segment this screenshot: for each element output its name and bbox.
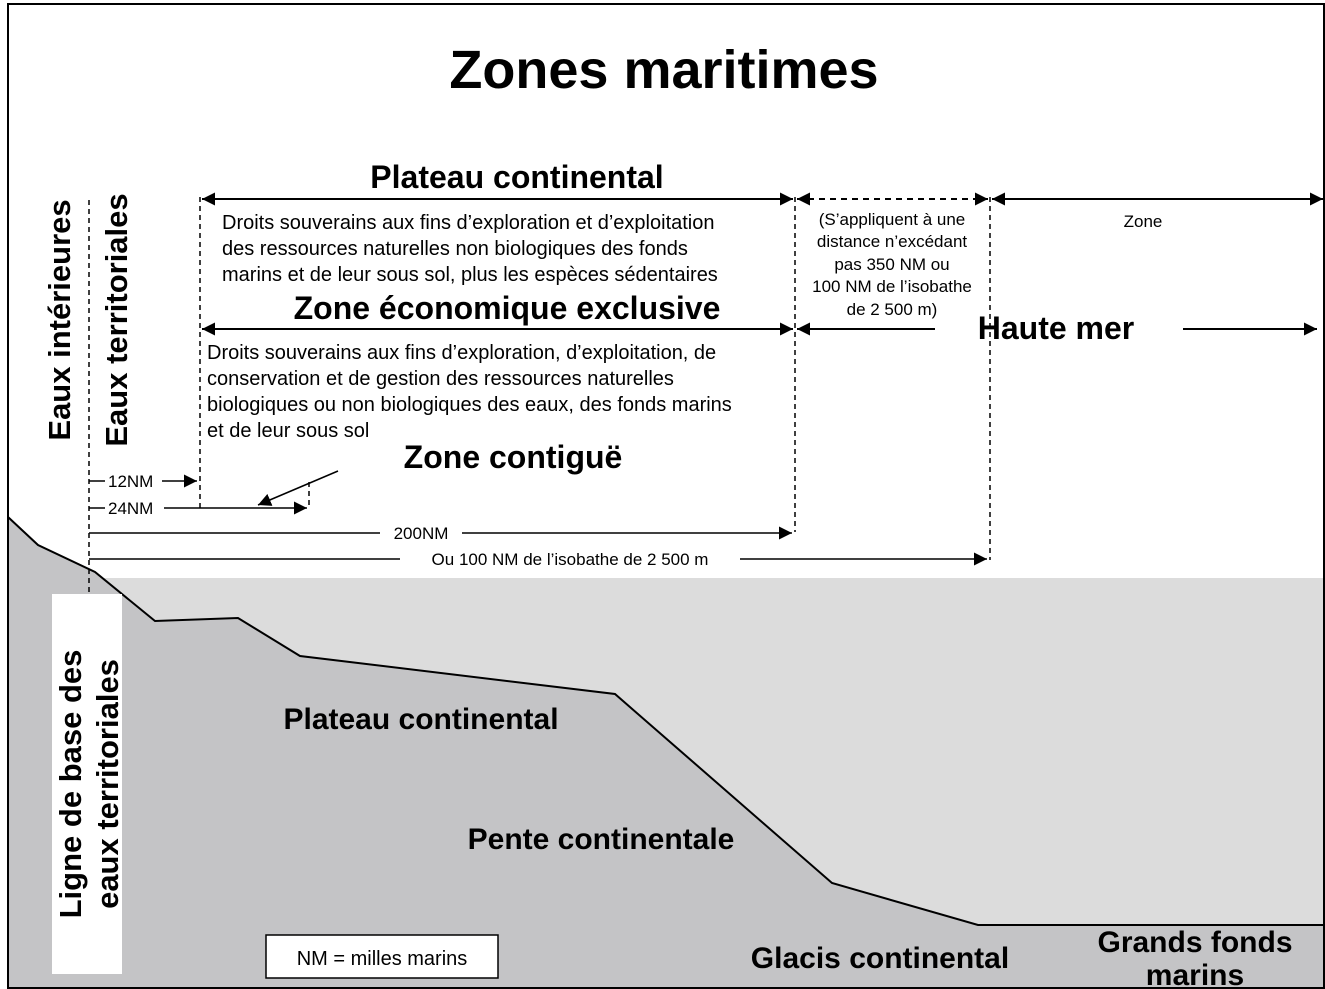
extension-note-line-3: pas 350 NM ou <box>834 255 949 274</box>
extension-note-line-2: distance n’excédant <box>817 232 968 251</box>
seabed-plateau-label: Plateau continental <box>283 703 558 736</box>
seabed-grands-fonds-label-1: Grands fonds <box>1097 926 1292 959</box>
zone-contigue-label: Zone contiguë <box>404 439 623 475</box>
plateau-continental-heading: Plateau continental <box>370 159 663 195</box>
extension-note-line-4: 100 NM de l’isobathe <box>812 277 972 296</box>
extension-note-line-1: (S’appliquent à une <box>819 210 966 229</box>
isobathe-label: Ou 100 NM de l’isobathe de 2 500 m <box>432 550 709 569</box>
label-eaux-interieures: Eaux intérieures <box>42 199 77 440</box>
nm24-label: 24NM <box>108 499 153 518</box>
baseline-label-band <box>52 594 122 974</box>
plateau-desc-line-2: des ressources naturelles non biologique… <box>222 238 688 260</box>
diagram-title: Zones maritimes <box>449 40 878 100</box>
nm12-label: 12NM <box>108 472 153 491</box>
seabed-pente-label: Pente continentale <box>468 823 735 856</box>
label-eaux-territoriales: Eaux territoriales <box>99 193 134 446</box>
seabed-glacis-label: Glacis continental <box>751 942 1009 975</box>
plateau-desc-line-1: Droits souverains aux fins d’exploration… <box>222 212 715 234</box>
legend-box <box>265 934 499 979</box>
zee-desc-line-2: conservation et de gestion des ressource… <box>207 368 674 390</box>
label-ligne-de-base-1: Ligne de base des <box>53 650 88 919</box>
zone-label: Zone <box>1124 212 1163 231</box>
zee-desc-line-1: Droits souverains aux fins d’exploration… <box>207 342 716 364</box>
seabed-profile <box>7 514 1325 989</box>
diagram-frame <box>7 3 1325 989</box>
legend-text: NM = milles marins <box>297 948 468 970</box>
extension-note-line-5: de 2 500 m) <box>847 300 938 319</box>
zee-desc-line-4: et de leur sous sol <box>207 420 369 442</box>
zee-heading: Zone économique exclusive <box>294 290 721 326</box>
label-ligne-de-base-2: eaux territoriales <box>90 659 125 909</box>
zee-desc-line-3: biologiques ou non biologiques des eaux,… <box>207 394 732 416</box>
plateau-desc-line-3: marins et de leur sous sol, plus les esp… <box>222 264 718 286</box>
zone-contigue-pointer <box>257 470 339 506</box>
haute-mer-label: Haute mer <box>978 310 1135 346</box>
seabed-grands-fonds-label-2: marins <box>1146 959 1244 989</box>
nm200-label: 200NM <box>394 524 449 543</box>
